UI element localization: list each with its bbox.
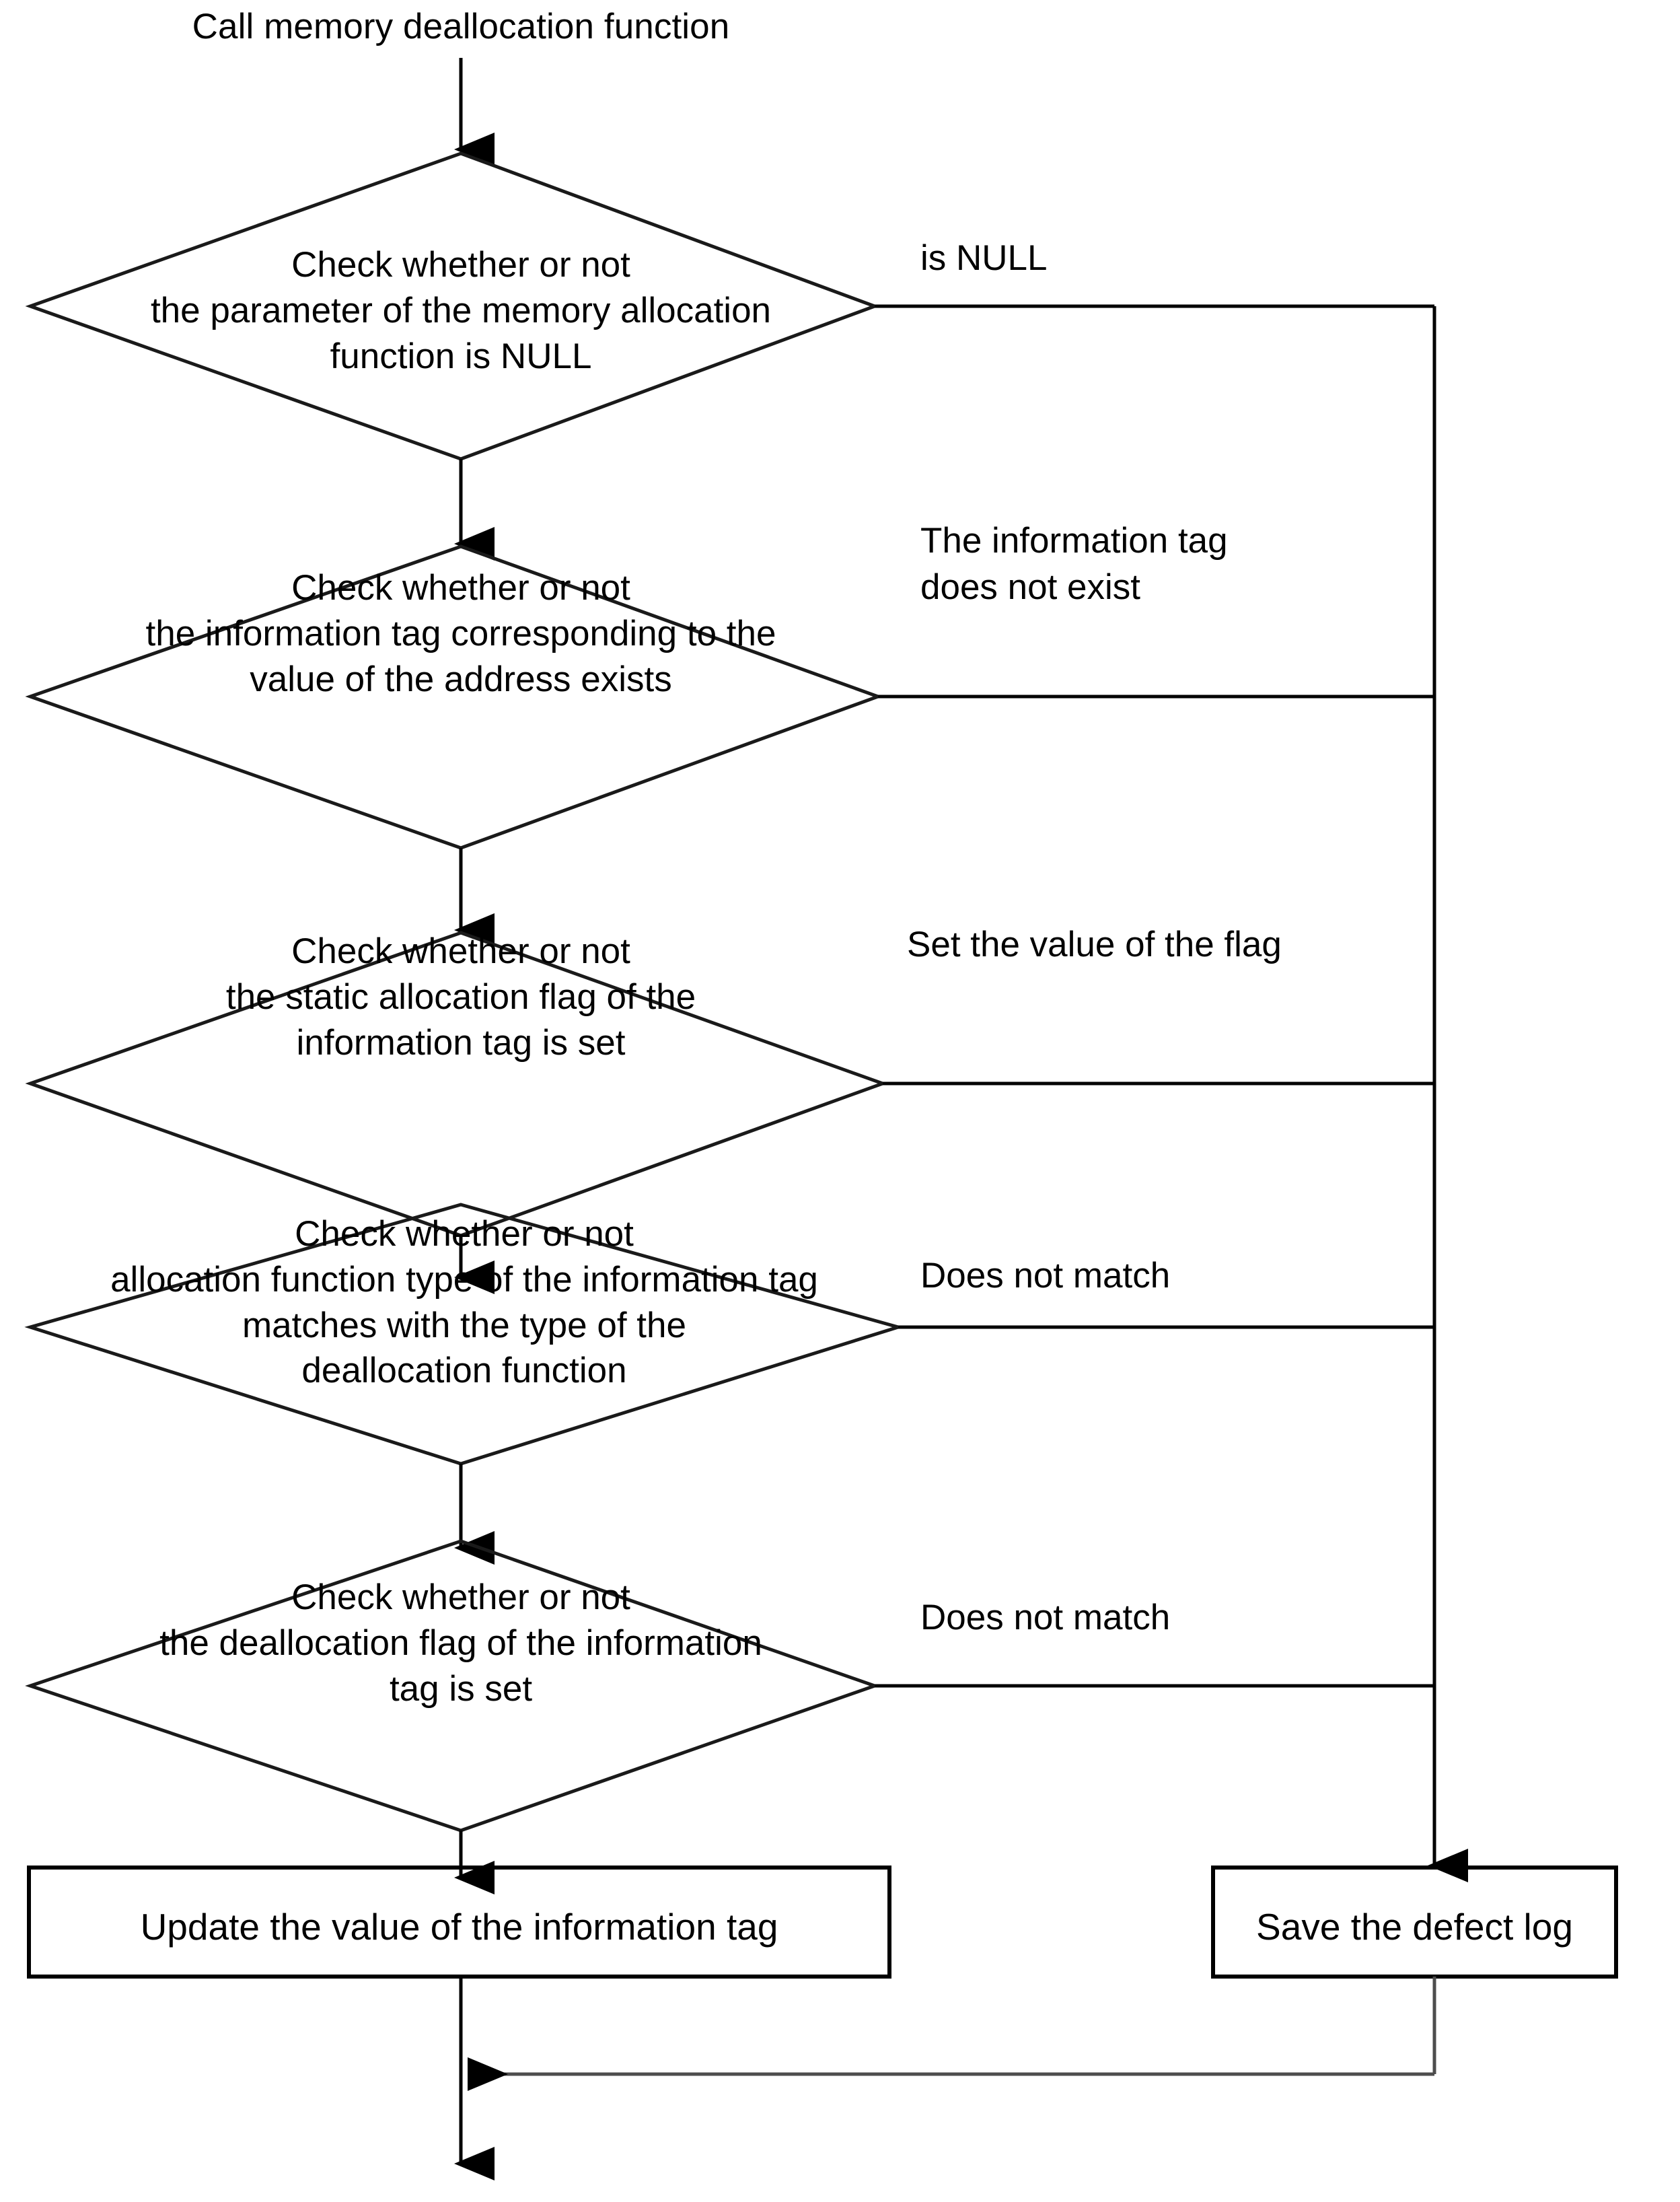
decision-shape-check-static-flag xyxy=(25,931,888,1238)
process-shape-update-tag xyxy=(27,1866,891,1979)
start-label: Call memory deallocation function xyxy=(192,7,730,46)
decision-label-check-dealloc-flag: Check whether or not the deallocation fl… xyxy=(159,1577,762,1709)
decision-shape-check-type-match xyxy=(24,1203,904,1466)
decision-label-check-null: Check whether or not the parameter of th… xyxy=(150,245,772,376)
decision-label-check-tag-exists: Check whether or not the information tag… xyxy=(145,568,776,699)
process-label-save-log: Save the defect log xyxy=(1256,1906,1573,1948)
process-label-update-tag: Update the value of the information tag xyxy=(140,1906,778,1948)
process-shape-save-log xyxy=(1211,1866,1618,1979)
decision-label-check-static-flag: Check whether or not the static allocati… xyxy=(225,931,696,1063)
branch-label-is-null: is NULL xyxy=(920,238,1048,278)
decision-shape-check-null xyxy=(25,151,880,461)
branch-label-does-not-match-dealloc: Does not match xyxy=(920,1598,1171,1637)
decision-label-check-type-match: Check whether or not allocation function… xyxy=(110,1214,818,1391)
branch-label-set-flag: Set the value of the flag xyxy=(907,925,1282,964)
branch-label-does-not-match-type: Does not match xyxy=(920,1256,1171,1295)
decision-shape-check-dealloc-flag xyxy=(25,1539,880,1833)
decision-shape-check-tag-exists xyxy=(25,544,883,850)
branch-label-tag-not-exist: The information tag does not exist xyxy=(920,521,1228,607)
